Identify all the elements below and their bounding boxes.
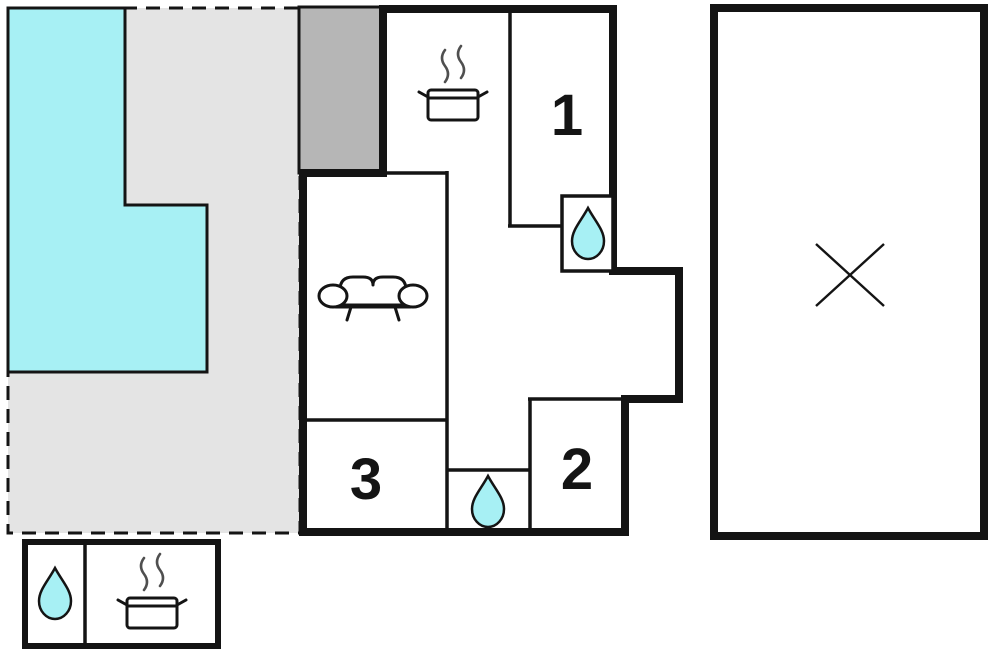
x-mark-icon — [815, 243, 885, 307]
sofa-icon — [317, 275, 429, 322]
sofa-leg-right — [393, 305, 401, 322]
covered-porch-area — [297, 5, 385, 175]
room-1-label: 1 — [551, 83, 583, 148]
sofa-armrest-right — [397, 283, 429, 309]
sofa-armrest-left — [317, 283, 349, 309]
room-3-label: 3 — [350, 447, 382, 512]
terrace-outline — [710, 4, 988, 540]
sofa-leg-left — [345, 305, 353, 322]
pool-area — [6, 6, 209, 374]
sofa-back — [338, 275, 408, 307]
room-2-label: 2 — [561, 437, 593, 502]
